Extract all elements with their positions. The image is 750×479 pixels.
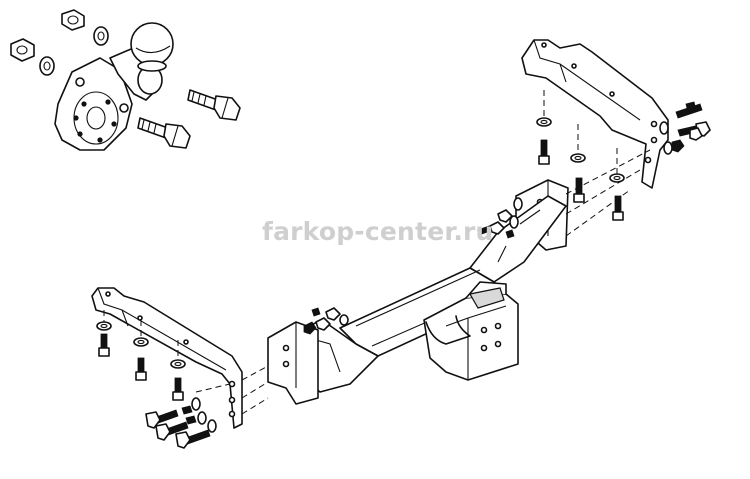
- ball-bolt-upper: [187, 89, 241, 121]
- watermark-text: farkop-center.ru: [262, 217, 494, 246]
- right-bolts-top: [659, 101, 711, 155]
- alignment-lines-left: [195, 365, 269, 415]
- beam-bolts-left: [303, 307, 349, 335]
- tow-ball-assembly: [10, 9, 174, 151]
- left-bolts-lower: [145, 397, 217, 449]
- nut-left: [10, 38, 35, 62]
- right-bolts-vertical: [536, 90, 625, 221]
- alignment-lines-right: [565, 149, 651, 237]
- ball-bolt-lower: [137, 117, 191, 149]
- left-bolts-vertical: [96, 310, 186, 401]
- nut-top: [61, 9, 85, 31]
- main-crossbeam: [267, 179, 569, 405]
- washer-top: [93, 26, 109, 46]
- washer-left: [39, 56, 55, 76]
- left-side-bracket: [91, 287, 243, 429]
- tow-ball: [130, 22, 174, 66]
- beam-bolts-right: [477, 197, 523, 239]
